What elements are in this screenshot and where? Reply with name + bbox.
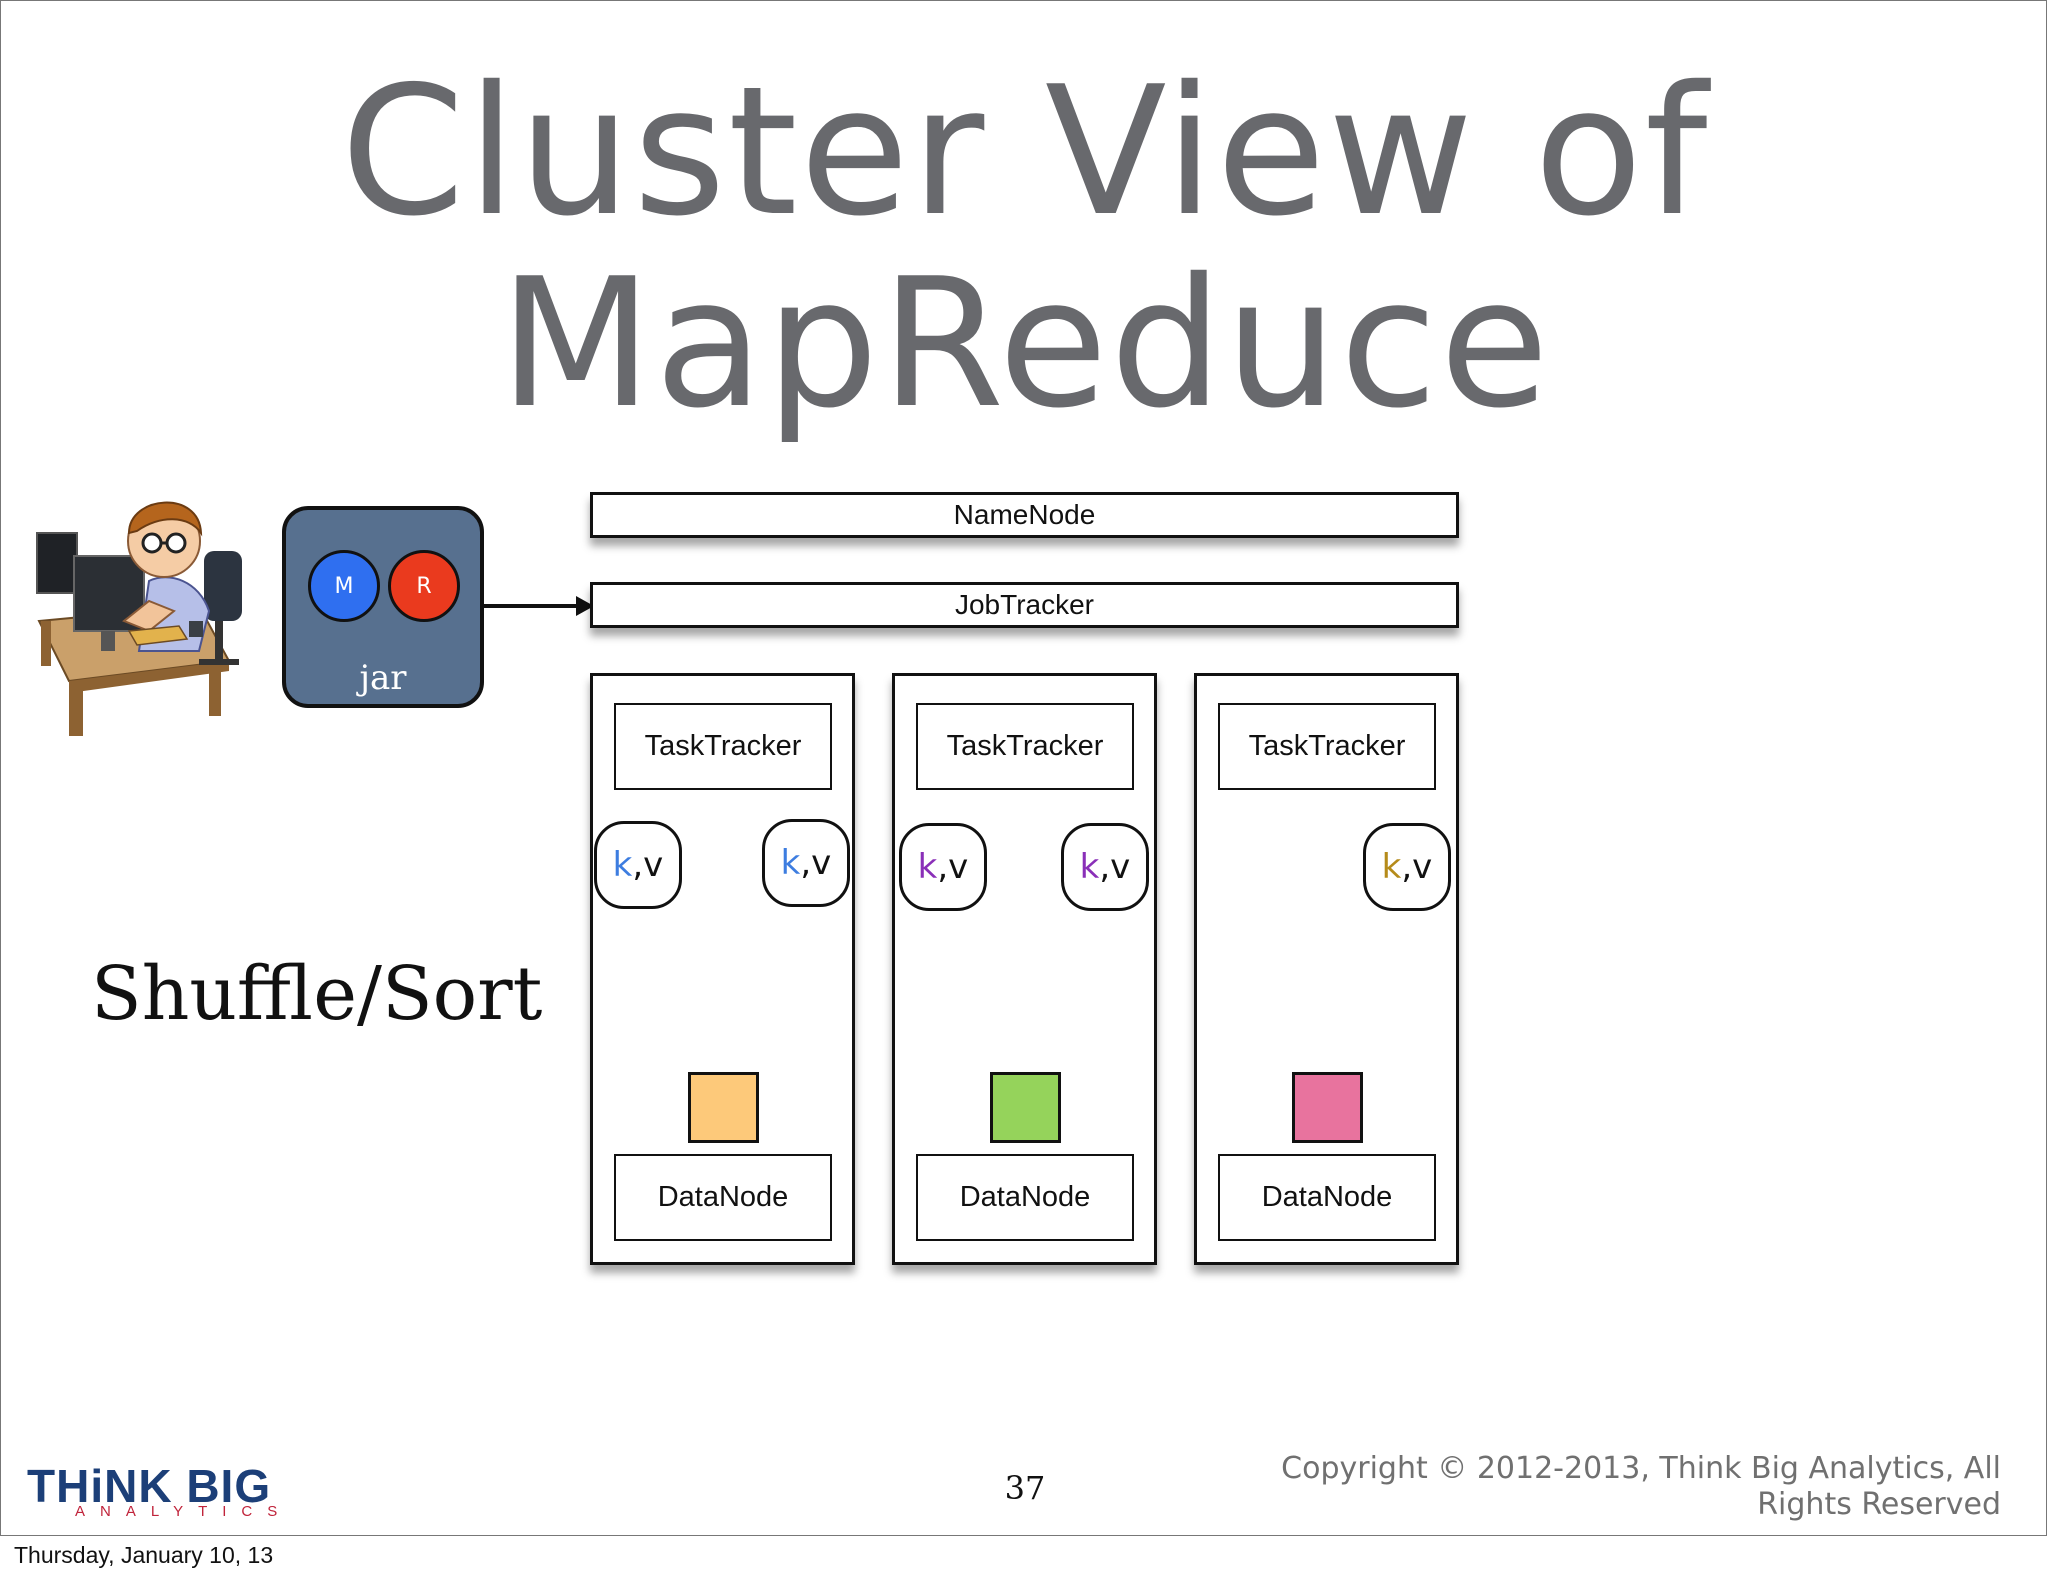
title-line-1: Cluster View of	[340, 48, 1710, 255]
key-letter: k	[780, 843, 801, 883]
namenode-label: NameNode	[953, 499, 1096, 530]
value-letter: ,v	[1401, 847, 1433, 887]
slide-title: Cluster View of MapReduce	[1, 56, 2048, 440]
reduce-circle: R	[388, 550, 460, 622]
datanode-box: DataNode	[1218, 1154, 1436, 1241]
key-value-pair: k,v	[594, 821, 682, 909]
map-circle: M	[308, 550, 380, 622]
jobtracker-label: JobTracker	[954, 589, 1094, 620]
tasktracker-box: TaskTracker	[1218, 703, 1436, 790]
cluster-node-1: TaskTracker k,v k,v DataNode	[590, 673, 855, 1265]
key-value-pair: k,v	[1363, 823, 1451, 911]
logo-main-text: THiNK BIG	[27, 1460, 272, 1512]
key-letter: k	[917, 847, 938, 887]
logo-sub-text: ANALYTICS	[75, 1503, 293, 1520]
jobtracker-bar: JobTracker	[590, 582, 1459, 628]
key-letter: k	[1381, 847, 1402, 887]
copyright-line-1: Copyright © 2012-2013, Think Big Analyti…	[1281, 1451, 2001, 1486]
value-letter: ,v	[1099, 847, 1131, 887]
reduce-label: R	[416, 573, 432, 599]
copyright-notice: Copyright © 2012-2013, Think Big Analyti…	[1241, 1451, 2001, 1523]
cluster-node-3: TaskTracker k,v DataNode	[1194, 673, 1459, 1265]
namenode-bar: NameNode	[590, 492, 1459, 538]
value-letter: ,v	[937, 847, 969, 887]
shuffle-sort-label: Shuffle/Sort	[91, 951, 543, 1037]
page-number: 37	[1004, 1469, 1046, 1507]
data-block-square	[1292, 1072, 1363, 1143]
title-line-2: MapReduce	[498, 240, 1552, 447]
developer-illustration	[36, 501, 242, 736]
think-big-logo: THiNK BIG ANALYTICS	[27, 1459, 347, 1520]
key-letter: k	[1079, 847, 1100, 887]
key-value-pair: k,v	[762, 819, 850, 907]
cluster-node-2: TaskTracker k,v k,v DataNode	[892, 673, 1157, 1265]
tasktracker-box: TaskTracker	[614, 703, 832, 790]
jar-package: M R jar	[282, 506, 484, 708]
datanode-box: DataNode	[614, 1154, 832, 1241]
tasktracker-box: TaskTracker	[916, 703, 1134, 790]
copyright-line-2: Rights Reserved	[1757, 1487, 2001, 1522]
slide: Cluster View of MapReduce	[0, 0, 2047, 1536]
footer-date: Thursday, January 10, 13	[14, 1542, 274, 1568]
value-letter: ,v	[800, 843, 832, 883]
data-block-square	[990, 1072, 1061, 1143]
key-letter: k	[612, 845, 633, 885]
submit-arrow	[484, 596, 594, 616]
map-label: M	[334, 573, 354, 599]
datanode-box: DataNode	[916, 1154, 1134, 1241]
key-value-pair: k,v	[899, 823, 987, 911]
value-letter: ,v	[632, 845, 664, 885]
key-value-pair: k,v	[1061, 823, 1149, 911]
jar-label: jar	[359, 658, 407, 698]
data-block-square	[688, 1072, 759, 1143]
